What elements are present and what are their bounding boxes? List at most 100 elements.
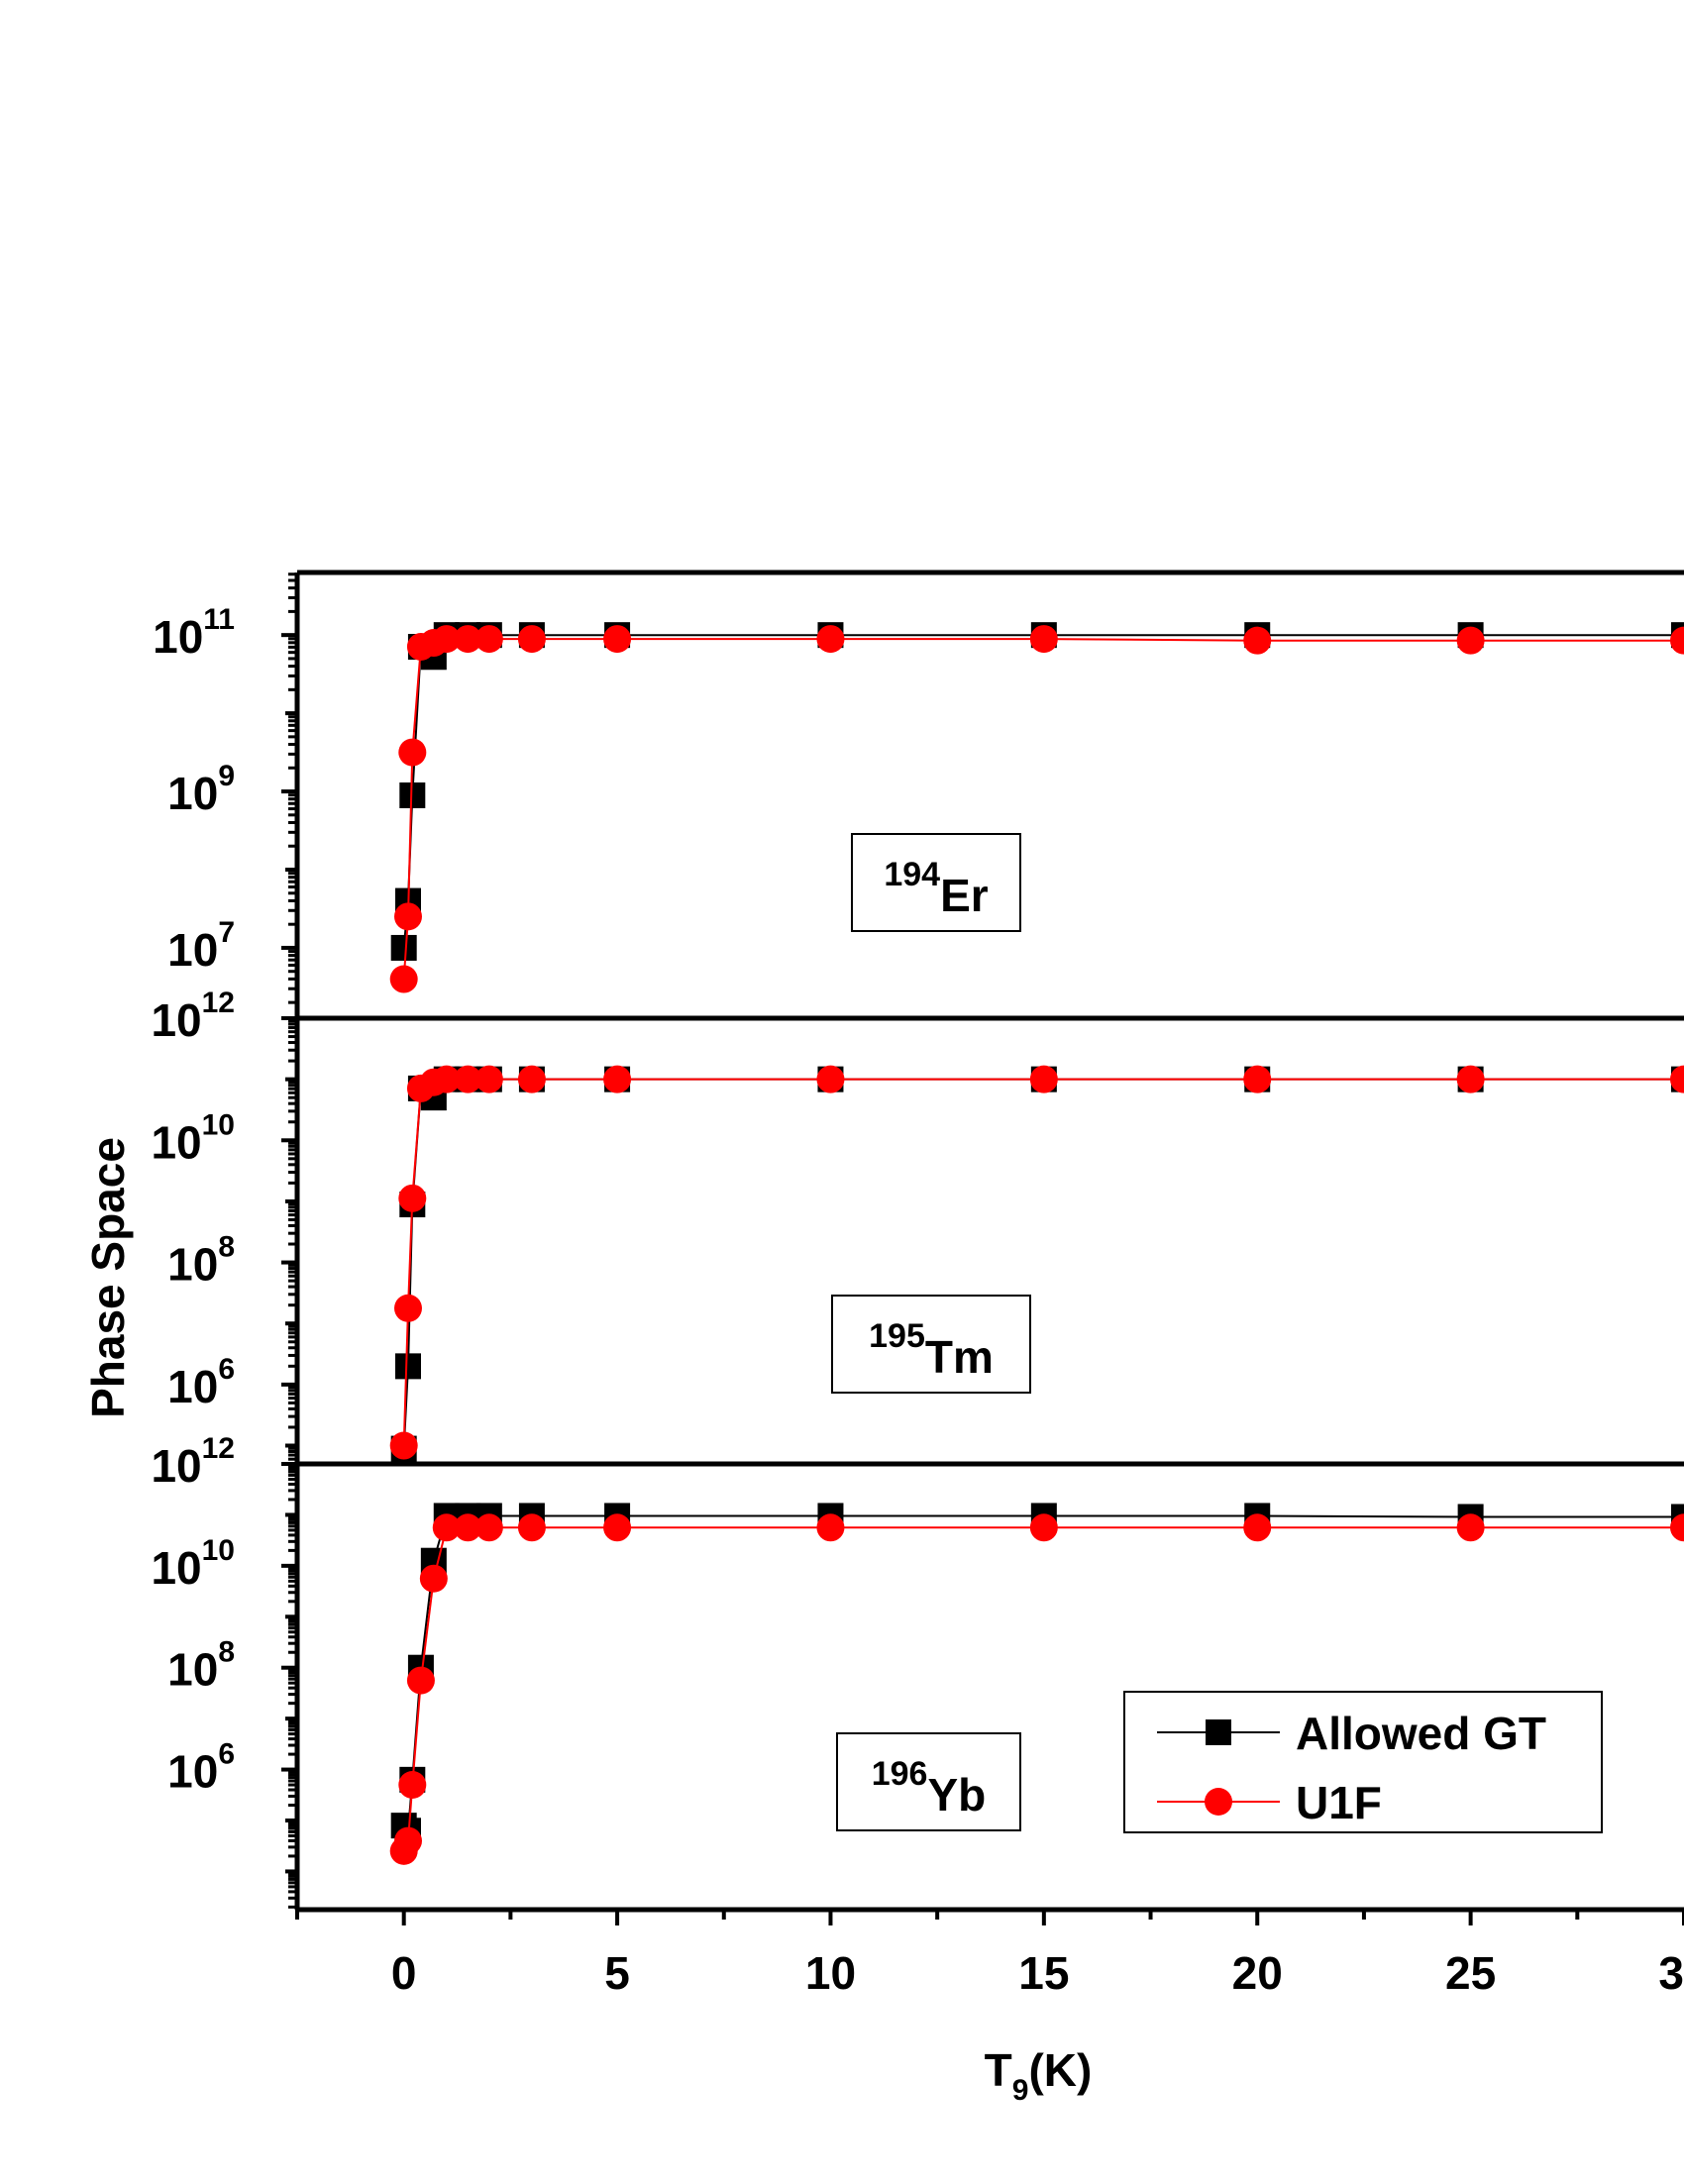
- data-point-u1f-middle: [398, 1184, 427, 1212]
- nucleus-label-middle: 195Tm: [869, 1317, 994, 1383]
- series-line-u1f-middle: [402, 1078, 1684, 1446]
- ytick-label-exponent: 12: [202, 1432, 235, 1465]
- panel-bottom-ytick-label: 1010: [151, 1534, 235, 1594]
- series-line-u1f-top: [402, 638, 1684, 980]
- data-point-u1f-bottom: [517, 1513, 546, 1542]
- data-point-u1f-top: [1670, 626, 1684, 655]
- ytick-label-base: 10: [153, 611, 203, 663]
- data-point-u1f-top: [432, 625, 461, 654]
- x-axis-label-tail: (K): [1028, 2044, 1092, 2096]
- data-point-u1f-bottom: [1456, 1513, 1485, 1542]
- xtick-label: 10: [805, 1947, 856, 1999]
- data-point-u1f-top: [603, 625, 632, 654]
- xtick-label: 0: [391, 1947, 417, 1999]
- xtick-label: 20: [1232, 1947, 1283, 1999]
- ytick-label-base: 10: [167, 768, 218, 819]
- xtick-label: 5: [604, 1947, 630, 1999]
- panel-middle-ytick-label: 1010: [151, 1108, 235, 1168]
- data-point-u1f-middle: [603, 1065, 632, 1093]
- ytick-label-exponent: 8: [218, 1231, 235, 1264]
- data-point-u1f-top: [454, 625, 482, 654]
- ytick-label-base: 10: [167, 1644, 218, 1696]
- nucleus-mass-number: 195: [869, 1317, 925, 1355]
- data-point-u1f-bottom: [816, 1513, 845, 1542]
- data-point-u1f-middle: [432, 1065, 461, 1093]
- data-point-allowed-gt-middle: [395, 1353, 421, 1380]
- data-point-u1f-middle: [474, 1065, 503, 1093]
- x-axis-label: T9(K): [985, 2044, 1093, 2107]
- data-point-u1f-middle: [1243, 1065, 1272, 1093]
- panel-top-ytick-label: 107: [167, 916, 235, 976]
- data-point-u1f-top: [398, 738, 427, 767]
- ytick-label-base: 10: [167, 1361, 218, 1412]
- nucleus-label-box-bottom: [836, 1732, 1021, 1831]
- ytick-label-exponent: 10: [202, 1534, 235, 1567]
- nucleus-label-box-middle: [831, 1295, 1031, 1394]
- legend-label-u1f: U1F: [1296, 1777, 1382, 1828]
- data-point-u1f-middle: [1029, 1065, 1058, 1093]
- ytick-label-base: 10: [167, 924, 218, 976]
- legend-marker-u1f: [1205, 1788, 1232, 1816]
- data-point-u1f-bottom: [419, 1564, 448, 1593]
- panel-bottom-ytick-label: 1012: [151, 1432, 235, 1492]
- data-point-u1f-bottom: [432, 1513, 461, 1542]
- data-point-u1f-middle: [394, 1294, 422, 1322]
- ytick-label-exponent: 12: [202, 987, 235, 1019]
- series-line-allowed-gt-top: [402, 634, 1684, 948]
- data-point-u1f-top: [389, 965, 418, 993]
- x-axis-label-main: T: [985, 2044, 1012, 2096]
- data-point-u1f-middle: [1670, 1065, 1684, 1093]
- nucleus-label-top: 194Er: [884, 856, 988, 921]
- data-point-u1f-bottom: [1029, 1513, 1058, 1542]
- legend-marker-allowed-gt: [1206, 1719, 1231, 1745]
- data-point-allowed-gt-top: [390, 934, 417, 961]
- panel-middle-ytick-label: 108: [167, 1231, 235, 1291]
- x-axis-label-sub: 9: [1012, 2074, 1029, 2107]
- xtick-label: 15: [1018, 1947, 1069, 1999]
- ytick-label-base: 10: [167, 1746, 218, 1798]
- data-point-u1f-middle: [1456, 1065, 1485, 1093]
- data-point-u1f-top: [1243, 626, 1272, 655]
- ytick-label-base: 10: [151, 1440, 201, 1492]
- panels-group: 1071091011194Er10610810101012195Tm106108…: [151, 570, 1684, 1910]
- data-point-u1f-bottom: [1670, 1513, 1684, 1542]
- data-point-u1f-middle: [517, 1065, 546, 1093]
- data-point-u1f-bottom: [394, 1826, 422, 1855]
- nucleus-symbol: Yb: [927, 1769, 986, 1820]
- legend-box: [1123, 1691, 1603, 1833]
- data-point-u1f-bottom: [474, 1513, 503, 1542]
- data-point-u1f-bottom: [454, 1513, 482, 1542]
- data-point-u1f-bottom: [1243, 1513, 1272, 1542]
- data-point-u1f-bottom: [398, 1771, 427, 1799]
- ytick-label-exponent: 6: [218, 1353, 235, 1386]
- panel-bottom-ytick-label: 106: [167, 1738, 235, 1798]
- legend: Allowed GT U1F: [1123, 1691, 1603, 1833]
- legend-label-allowed-gt: Allowed GT: [1296, 1708, 1546, 1759]
- data-point-u1f-top: [1456, 626, 1485, 655]
- data-point-u1f-top: [517, 625, 546, 654]
- panel-middle-ytick-label: 106: [167, 1353, 235, 1412]
- ytick-label-base: 10: [151, 994, 201, 1046]
- ytick-label-exponent: 11: [203, 603, 235, 636]
- data-point-u1f-top: [474, 625, 503, 654]
- ytick-label-exponent: 7: [218, 916, 235, 949]
- data-point-u1f-top: [816, 625, 845, 654]
- ytick-label-exponent: 8: [218, 1636, 235, 1669]
- ytick-label-base: 10: [151, 1542, 201, 1594]
- nucleus-label-bottom: 196Yb: [872, 1755, 987, 1820]
- data-point-u1f-bottom: [603, 1513, 632, 1542]
- panel-top-ytick-label: 1011: [153, 603, 235, 663]
- data-point-u1f-bottom: [406, 1666, 435, 1695]
- xtick-label: 25: [1445, 1947, 1496, 1999]
- ytick-label-exponent: 9: [218, 760, 235, 792]
- panel-top-ytick-label: 109: [167, 760, 235, 819]
- data-point-u1f-middle: [454, 1065, 482, 1093]
- ytick-label-base: 10: [167, 1239, 218, 1291]
- ytick-label-exponent: 10: [202, 1108, 235, 1141]
- ytick-label-exponent: 6: [218, 1738, 235, 1771]
